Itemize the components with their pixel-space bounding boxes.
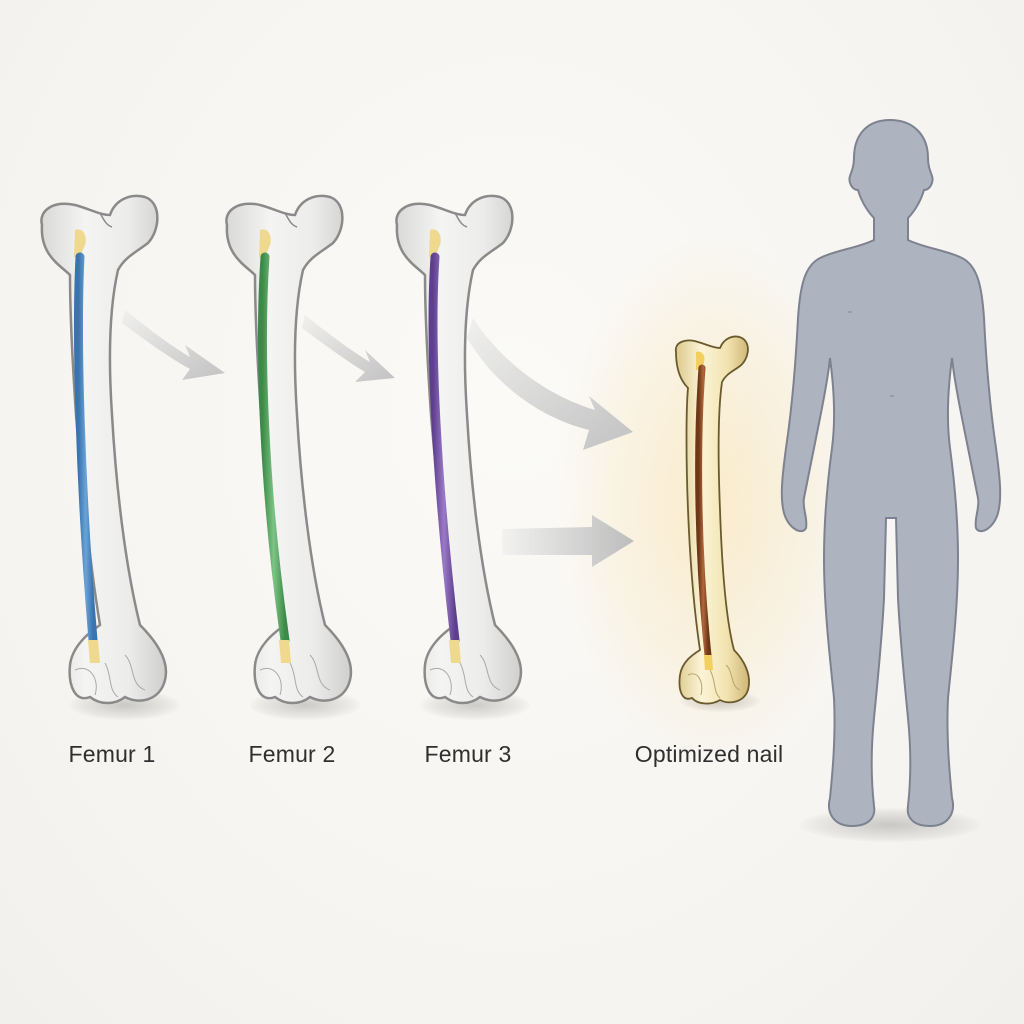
human-silhouette-icon [780,118,1002,828]
arrow-right-icon [302,315,395,382]
optimized-nail-label: Optimized nail [634,741,784,767]
femur-3-bone-icon [395,194,523,705]
femur-1-bone-icon [40,194,168,705]
arrow-right-icon [502,515,634,567]
femur-1-label: Femur 1 [68,741,156,767]
femur-2-label: Femur 2 [248,741,336,767]
optimized-femur-bone-icon [674,335,750,705]
arrow-right-icon [122,310,225,380]
femur-3-label: Femur 3 [424,741,512,767]
arrow-right-icon [467,318,633,450]
femur-2-bone-icon [225,194,353,705]
